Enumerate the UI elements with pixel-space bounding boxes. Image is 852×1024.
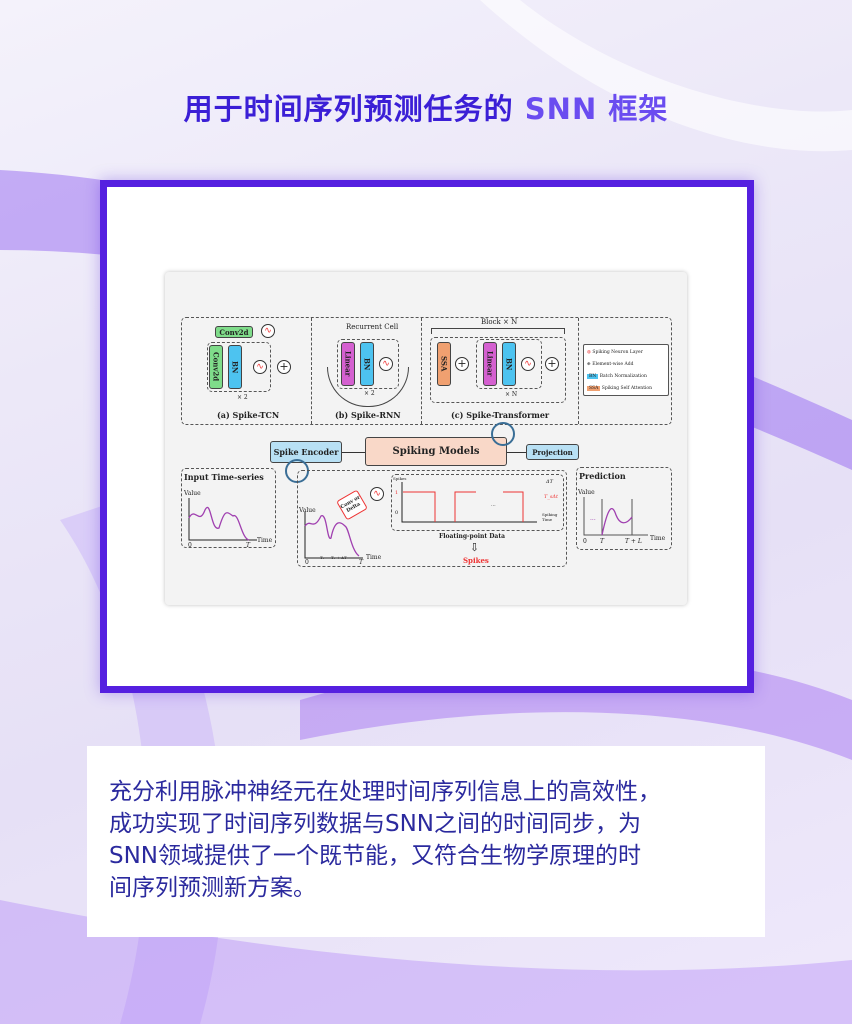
rnn-cell-box	[337, 339, 399, 389]
input-xlabel: Time	[257, 537, 273, 544]
delta-t-eq-label: T_sΔt	[544, 494, 559, 500]
encoder-input-plot	[304, 512, 363, 559]
element-add-icon: ⊕	[587, 362, 591, 367]
spikes-xlabel: Spiking Time	[542, 512, 558, 522]
spiking-models-block: Spiking Models	[365, 437, 507, 466]
prediction-title: Prediction	[579, 471, 626, 481]
legend-label: Spiking Neuron Layer	[592, 350, 643, 355]
encoder-ylabel: Value	[299, 507, 316, 514]
block-bracket	[431, 328, 565, 334]
prediction-x0: 0	[583, 538, 587, 545]
description-line: 成功实现了时间序列数据与SNN之间的时间同步，为	[109, 811, 642, 837]
divider	[578, 318, 579, 424]
legend-item-neuron: ◍ Spiking Neuron Layer	[587, 347, 665, 359]
input-title: Input Time-series	[184, 472, 264, 482]
encoder-t1: T₁	[320, 555, 325, 560]
recurrent-cell-label: Recurrent Cell	[346, 323, 399, 331]
legend-item-add: ⊕ Element-wise Add	[587, 359, 665, 371]
spike-zero: 0	[395, 510, 399, 516]
description-line: 充分利用脉冲神经元在处理时间序列信息上的高效性，	[109, 779, 661, 805]
spike-dots: ...	[491, 502, 496, 508]
legend-label: Spiking Self Attention	[601, 386, 653, 391]
background-swoosh	[480, 0, 852, 152]
input-xT: T	[246, 542, 251, 549]
architectures-panel	[181, 317, 672, 425]
prediction-panel	[576, 467, 672, 550]
tcn-repeat-label: × 2	[237, 394, 248, 401]
legend-key: BN	[587, 374, 599, 379]
prediction-xT: T	[600, 538, 605, 545]
block-label: Block × N	[481, 318, 518, 326]
snn-framework-diagram: Conv2d ∿ Conv2d BN ∿ + × 2 (a) Spike-TCN…	[165, 272, 687, 605]
spike-train-panel	[391, 474, 564, 531]
bn-block: BN	[228, 345, 242, 389]
legend-item-bn: BN Batch Normalization	[587, 371, 665, 383]
encoder-xlabel: Time	[366, 554, 382, 561]
legend-key: SSA	[587, 386, 601, 391]
conv2d-top-block: Conv2d	[215, 326, 253, 338]
spike-encoder-block: Spike Encoder	[270, 441, 342, 463]
ssa-block: SSA	[437, 342, 451, 386]
spikes-ylabel: Spikes	[393, 476, 407, 481]
input-timeseries-panel	[181, 468, 276, 548]
legend-label: Element-wise Add	[592, 362, 634, 367]
conv2d-block: Conv2d	[209, 345, 223, 389]
rnn-repeat-label: × 2	[364, 390, 375, 397]
element-add-icon: +	[545, 357, 559, 371]
divider	[311, 318, 312, 424]
spiking-neuron-icon: ◍	[587, 350, 591, 355]
encoder-t1d: T₁ + ΔT	[331, 555, 347, 560]
floating-point-label: Floating-point Data	[439, 533, 505, 540]
spiking-neuron-icon: ∿	[370, 487, 384, 501]
spikes-label: Spikes	[463, 556, 489, 565]
description-line: SNN领域提供了一个既节能，又符合生物学原理的时	[109, 843, 642, 869]
linear-block: Linear	[483, 342, 497, 386]
prediction-plot	[583, 497, 648, 536]
arrow	[342, 452, 365, 453]
prediction-ylabel: Value	[578, 489, 595, 496]
title-accent: SNN 框架	[524, 92, 669, 126]
divider	[421, 318, 422, 424]
legend-item-ssa: SSA Spiking Self Attention	[587, 383, 665, 395]
encoder-xT: T	[359, 559, 364, 566]
spiking-neuron-icon: ∿	[521, 357, 535, 371]
input-x0: 0	[188, 542, 192, 549]
element-add-icon: +	[455, 357, 469, 371]
background-swoosh	[0, 900, 852, 1024]
magnifier-icon	[491, 422, 515, 446]
input-ylabel: Value	[184, 490, 201, 497]
encoder-x0: 0	[305, 559, 309, 566]
transformer-block-box	[430, 337, 566, 403]
spike-train-plot	[401, 482, 537, 523]
spiking-neuron-icon: ∿	[253, 360, 267, 374]
prediction-xTL: T + L	[625, 538, 642, 545]
legend: ◍ Spiking Neuron Layer ⊕ Element-wise Ad…	[583, 344, 669, 396]
element-add-icon: +	[277, 360, 291, 374]
spike-one: 1	[395, 490, 399, 496]
down-arrow-icon: ⇩	[470, 541, 480, 554]
ffn-box	[476, 339, 542, 389]
delta-t-label: ΔT	[546, 479, 553, 485]
tcn-repeat-box	[207, 342, 271, 392]
input-timeseries-plot	[188, 498, 257, 541]
description-line: 间序列预测新方案。	[109, 875, 316, 901]
arrow	[507, 452, 526, 453]
rnn-caption: (b) Spike-RNN	[335, 410, 401, 420]
description-box: 充分利用脉冲神经元在处理时间序列信息上的高效性， 成功实现了时间序列数据与SNN…	[87, 746, 765, 937]
spiking-neuron-icon: ∿	[261, 324, 275, 338]
encoder-detail-panel	[297, 470, 567, 567]
transformer-caption: (c) Spike-Transformer	[451, 410, 550, 420]
bn-block: BN	[502, 342, 516, 386]
prediction-xlabel: Time	[650, 535, 666, 542]
projection-block: Projection	[526, 444, 579, 460]
legend-label: Batch Normalization	[599, 374, 647, 379]
prediction-dots: ...	[590, 515, 596, 522]
title-main: 用于时间序列预测任务的	[183, 92, 514, 126]
page-title: 用于时间序列预测任务的 SNN 框架	[0, 86, 852, 128]
tcn-caption: (a) Spike-TCN	[217, 410, 280, 420]
transformer-repeat-label: × N	[505, 391, 518, 398]
